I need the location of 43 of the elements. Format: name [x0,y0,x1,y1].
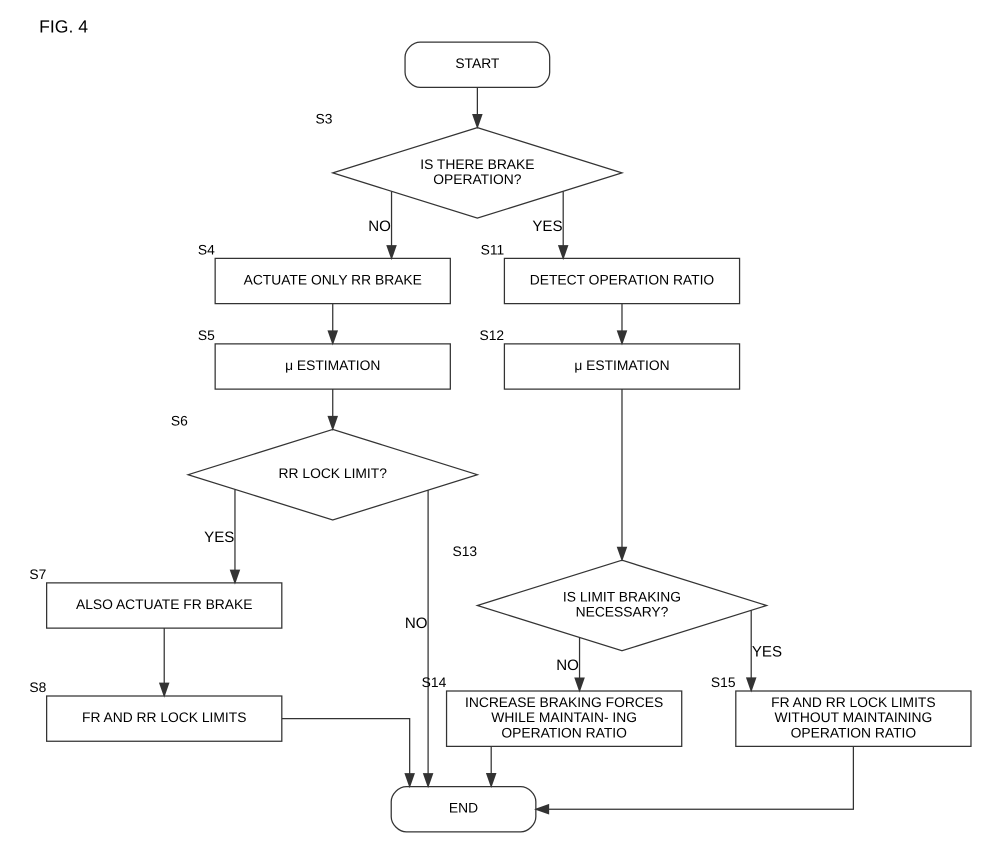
edge-label: NO [556,656,579,674]
arrow [574,638,585,693]
arrow [158,628,170,698]
edge-label: YES [204,529,234,546]
arrow [386,192,397,260]
node-box: ALSO ACTUATE FR BRAKE [46,582,282,629]
node-label: S5 [198,326,215,343]
arrow [616,304,628,346]
arrow [558,192,568,260]
node-box: DETECT OPERATION RATIO [504,258,740,304]
node-label: S7 [29,566,46,582]
node-diamond: RR LOCK LIMIT? [186,428,480,521]
arrow [422,490,434,788]
node-box: INCREASE BRAKING FORCES WHILE MAINTAIN- ING OPERATION RATIO [446,690,682,747]
node-label: S15 [710,674,736,690]
node-label: S12 [480,326,504,343]
edge-label: YES [532,218,563,235]
node-box: μ ESTIMATION [504,343,740,390]
node-label: S11 [480,241,504,258]
node-diamond: IS THERE BRAKE OPERATION? [330,126,624,219]
arrow [534,746,854,814]
arrow [230,490,240,585]
node-box: FR AND RR LOCK LIMITS WITHOUT MAINTAINING OPERATION RATIO [735,690,972,747]
node-box: μ ESTIMATION [214,343,451,390]
node-box: FR AND RR LOCK LIMITS [46,695,282,742]
node-box: ACTUATE ONLY RR BRAKE [214,258,451,304]
diagram-title: FIG. 4 [39,16,88,36]
arrow [282,718,415,788]
edge-label: NO [368,218,391,235]
arrow [616,389,628,562]
edge-label: NO [404,614,428,632]
arrow [486,746,496,788]
arrow [327,304,338,346]
node-label: S4 [198,241,215,258]
node-label: S8 [29,679,46,696]
node-box: START [404,41,550,88]
node-box: END [390,786,536,832]
arrow [746,610,756,693]
node-label: S3 [315,110,332,127]
arrow [327,389,338,431]
node-label: S6 [170,412,188,428]
node-label: S13 [452,543,478,560]
arrow [472,88,483,130]
